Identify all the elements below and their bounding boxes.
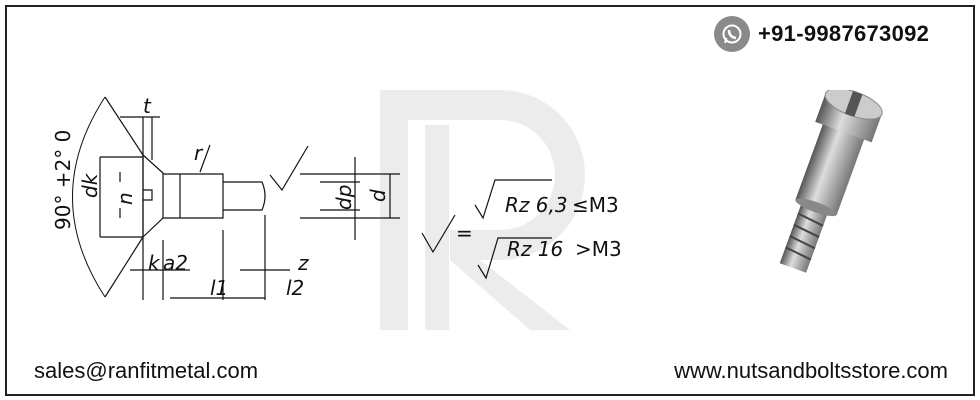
label-r: r bbox=[194, 141, 204, 165]
phone-contact[interactable]: +91-9987673092 bbox=[714, 16, 929, 52]
whatsapp-icon bbox=[714, 16, 750, 52]
label-t: t bbox=[143, 94, 152, 118]
label-dp: dp bbox=[332, 185, 356, 210]
shoulder bbox=[795, 119, 866, 215]
rz-value-1: Rz 6,3 bbox=[505, 193, 568, 217]
email-link[interactable]: sales@ranfitmetal.com bbox=[34, 358, 259, 383]
condition-1: ≤M3 bbox=[572, 193, 619, 217]
label-n: n bbox=[113, 192, 137, 205]
label-l2: l2 bbox=[286, 276, 304, 300]
rz-value-2: Rz 16 bbox=[507, 237, 563, 261]
screw-outline bbox=[72, 96, 400, 300]
label-l1: l1 bbox=[210, 276, 228, 300]
label-a2: a2 bbox=[163, 251, 188, 275]
website-link[interactable]: www.nutsandboltsstore.com bbox=[674, 358, 948, 383]
phone-number: +91-9987673092 bbox=[758, 21, 930, 46]
border-frame bbox=[5, 5, 975, 396]
product-image bbox=[779, 90, 883, 273]
watermark-logo bbox=[380, 90, 585, 330]
equals-sign: = bbox=[456, 221, 473, 245]
label-k: k bbox=[148, 251, 161, 275]
label-angle: 90° +2° 0 bbox=[51, 130, 75, 230]
label-z: z bbox=[297, 251, 309, 275]
condition-2: >M3 bbox=[575, 237, 622, 261]
label-dk: dk bbox=[78, 172, 102, 198]
technical-drawing: t r dk n 90° +2° 0 k a2 l1 l2 z dp d = R… bbox=[51, 94, 622, 300]
label-d: d bbox=[366, 189, 390, 202]
roughness-spec: = Rz 6,3 ≤M3 Rz 16 >M3 bbox=[421, 179, 622, 280]
